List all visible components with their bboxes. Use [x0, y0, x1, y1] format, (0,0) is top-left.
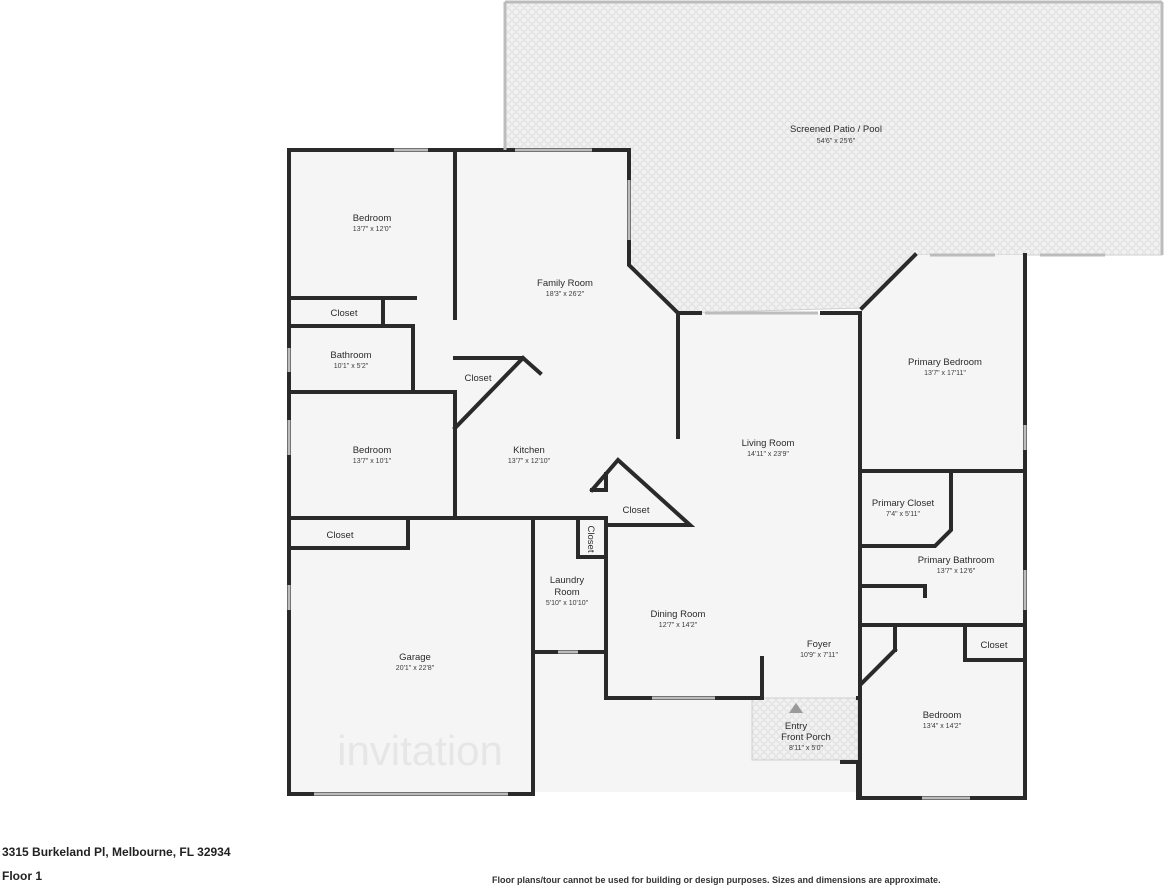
primary-bathroom-dims: 13'7" x 12'6"	[937, 568, 976, 575]
bedroom-nw-name: Bedroom	[353, 213, 392, 224]
primary-bathroom-name: Primary Bathroom	[918, 555, 995, 566]
watermark: invitation	[337, 727, 503, 774]
closet-kitchen-name: Closet	[465, 373, 492, 384]
patio-name: Screened Patio / Pool	[790, 124, 882, 135]
bathroom-w-name: Bathroom	[330, 350, 371, 361]
entry-name-line1: Entry	[785, 721, 807, 732]
kitchen-dims: 13'7" x 12'10"	[508, 458, 551, 465]
dining-room-dims: 12'7" x 14'2"	[659, 622, 698, 629]
primary-bedroom-name: Primary Bedroom	[908, 357, 982, 368]
patio-dims: 54'6" x 25'6"	[817, 138, 856, 145]
entry-arrow-icon	[789, 703, 803, 713]
living-room-name: Living Room	[742, 438, 795, 449]
entry-name-line2: Front Porch	[781, 732, 831, 743]
bedroom-nw-dims: 13'7" x 12'0"	[353, 226, 392, 233]
kitchen-name: Kitchen	[513, 445, 545, 456]
windows	[287, 0, 1164, 800]
garage-name: Garage	[399, 652, 431, 663]
dining-room-name: Dining Room	[651, 609, 706, 620]
closet-se-name: Closet	[981, 640, 1008, 651]
bathroom-w-dims: 10'1" x 5'2"	[334, 363, 369, 370]
closet-nw-name: Closet	[331, 308, 358, 319]
family-room-name: Family Room	[537, 278, 593, 289]
laundry-name-line1: Laundry	[550, 575, 585, 586]
primary-closet-name: Primary Closet	[872, 498, 935, 509]
foyer-name: Foyer	[807, 639, 831, 650]
bedroom-se-dims: 13'4" x 14'2"	[923, 723, 962, 730]
disclaimer: Floor plans/tour cannot be used for buil…	[492, 875, 941, 885]
closet-tri-name: Closet	[623, 505, 650, 516]
entry-dims: 8'11" x 5'0"	[789, 745, 823, 752]
foyer-dims: 10'9" x 7'11"	[800, 652, 838, 659]
laundry-name-line2: Room	[554, 587, 579, 598]
floor-fills	[289, 1, 1163, 798]
primary-bedroom-dims: 13'7" x 17'11"	[924, 370, 966, 377]
closet-small-name: Closet	[585, 526, 596, 553]
property-address: 3315 Burkeland Pl, Melbourne, FL 32934	[2, 845, 231, 859]
laundry-dims: 5'10" x 10'10"	[546, 600, 589, 607]
living-room-dims: 14'11" x 23'9"	[747, 451, 789, 458]
closet-sw-name: Closet	[327, 530, 354, 541]
bedroom-w-name: Bedroom	[353, 445, 392, 456]
garage-dims: 20'1" x 22'8"	[396, 665, 435, 672]
room-labels: Screened Patio / Pool 54'6" x 25'6" Bedr…	[327, 124, 1008, 752]
bedroom-w-dims: 13'7" x 10'1"	[353, 458, 392, 465]
primary-closet-dims: 7'4" x 5'11"	[886, 511, 920, 518]
family-room-dims: 18'3" x 26'2"	[546, 291, 585, 298]
bedroom-se-name: Bedroom	[923, 710, 962, 721]
floor-label: Floor 1	[2, 869, 43, 883]
